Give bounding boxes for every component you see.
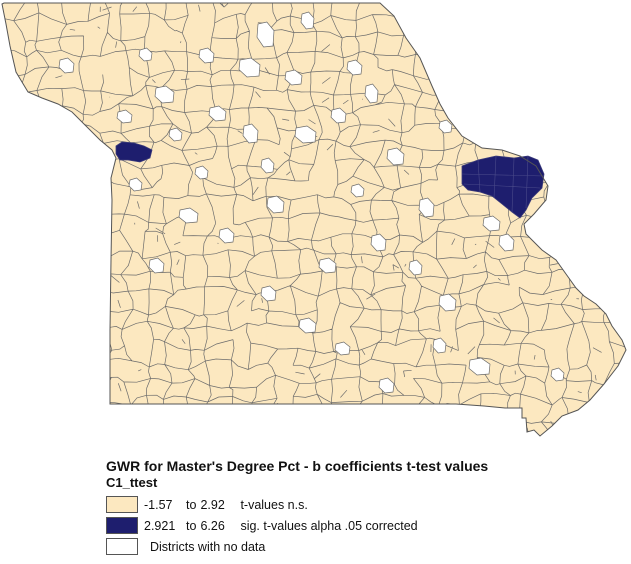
no-data-district (300, 11, 315, 30)
no-data-district (154, 85, 175, 104)
no-data-district (256, 21, 275, 48)
legend-range-sep: to (186, 518, 197, 533)
no-data-district (116, 109, 133, 124)
no-data-district (194, 165, 209, 180)
legend-field-name: C1_ttest (106, 475, 158, 490)
no-data-district (138, 47, 153, 62)
legend-row-not-significant: -1.57 to 2.92 t-values n.s. (106, 494, 606, 515)
no-data-district (418, 197, 435, 218)
no-data-district (364, 83, 379, 104)
district-map-svg (1, 2, 627, 437)
significant-district-st-louis (461, 155, 545, 219)
state-fill (2, 3, 626, 436)
no-data-district (242, 123, 259, 144)
legend-class-label: sig. t-values alpha .05 corrected (240, 518, 418, 533)
legend-class-label: t-values n.s. (240, 497, 308, 512)
no-data-district (318, 257, 337, 274)
no-data-district (128, 177, 143, 192)
no-data-district (482, 215, 501, 232)
no-data-district (550, 367, 565, 382)
no-data-district (260, 285, 277, 302)
no-data-district (408, 259, 423, 276)
no-data-district (350, 183, 365, 198)
legend-range-low: -1.57 (144, 497, 173, 512)
no-data-district (330, 107, 347, 124)
legend-range-sep: to (186, 497, 197, 512)
no-data-district (294, 125, 317, 144)
no-data-district (370, 233, 387, 252)
no-data-district (148, 257, 165, 274)
legend-range-high: 2.92 (200, 497, 225, 512)
no-data-district (198, 47, 215, 64)
legend-row-significant: 2.921 to 6.26 sig. t-values alpha .05 co… (106, 515, 606, 536)
no-data-district (218, 227, 235, 244)
no-data-district (168, 127, 183, 142)
legend-range-high: 6.26 (200, 518, 225, 533)
legend-swatch-significant (106, 517, 138, 534)
legend-range-low: 2.921 (144, 518, 176, 533)
no-data-district (386, 147, 405, 166)
no-data-district (438, 119, 453, 134)
no-data-district (468, 357, 491, 376)
state-fill-shape (2, 3, 626, 436)
state-outline-shape (1, 2, 627, 437)
map-legend: GWR for Master's Degree Pct - b coeffici… (106, 458, 606, 557)
legend-swatch-no-data (106, 538, 138, 555)
state-outline (1, 2, 627, 437)
no-data-district (432, 337, 447, 354)
no-data-district (238, 57, 261, 78)
no-data-district (266, 195, 285, 214)
significant-district-kansas-city (115, 141, 153, 163)
legend-swatch-not-significant (106, 496, 138, 513)
no-data-district (498, 233, 515, 252)
no-data-district (208, 105, 227, 122)
no-data-districts (58, 11, 565, 394)
no-data-district (378, 377, 395, 394)
no-data-district (178, 207, 199, 224)
no-data-district (260, 157, 275, 174)
st-louis-internal-boundaries (461, 155, 545, 213)
no-data-district (284, 69, 303, 86)
legend-title: GWR for Master's Degree Pct - b coeffici… (106, 458, 489, 474)
no-data-district (58, 57, 75, 74)
no-data-district (438, 293, 457, 312)
significant-districts (115, 141, 545, 219)
missouri-district-map (1, 2, 627, 437)
no-data-district (334, 341, 351, 356)
no-data-district (346, 59, 363, 76)
no-data-district (298, 317, 317, 334)
legend-class-label: Districts with no data (150, 539, 266, 554)
legend-row-no-data: Districts with no data (106, 536, 606, 557)
